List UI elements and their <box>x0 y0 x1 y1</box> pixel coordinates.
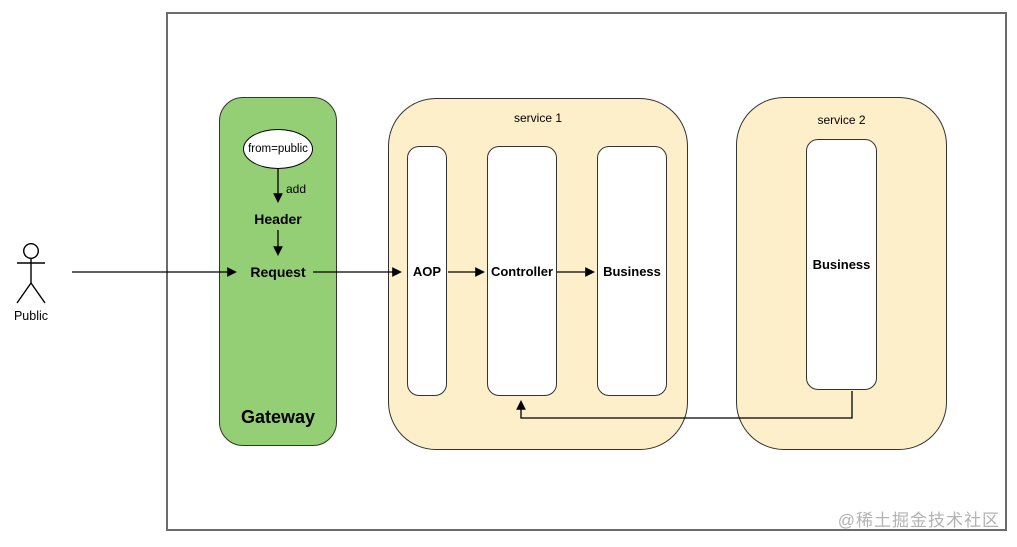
watermark: @稀土掘金技术社区 <box>837 511 1000 530</box>
from-public-ellipse: from=public <box>243 129 313 169</box>
service1-title: service 1 <box>513 111 563 125</box>
add-edge-label: add <box>286 182 307 196</box>
actor-stick-figure-icon <box>16 242 46 304</box>
actor-label: Public <box>13 309 49 323</box>
node-controller: Controller <box>487 146 557 396</box>
header-node: Header <box>254 211 302 227</box>
node-business: Business <box>597 146 667 396</box>
node-business-2: Business <box>806 139 877 390</box>
gateway-title: Gateway <box>240 407 316 427</box>
request-node: Request <box>250 264 306 280</box>
node-aop: AOP <box>407 146 447 396</box>
service2-title: service 2 <box>817 113 866 127</box>
